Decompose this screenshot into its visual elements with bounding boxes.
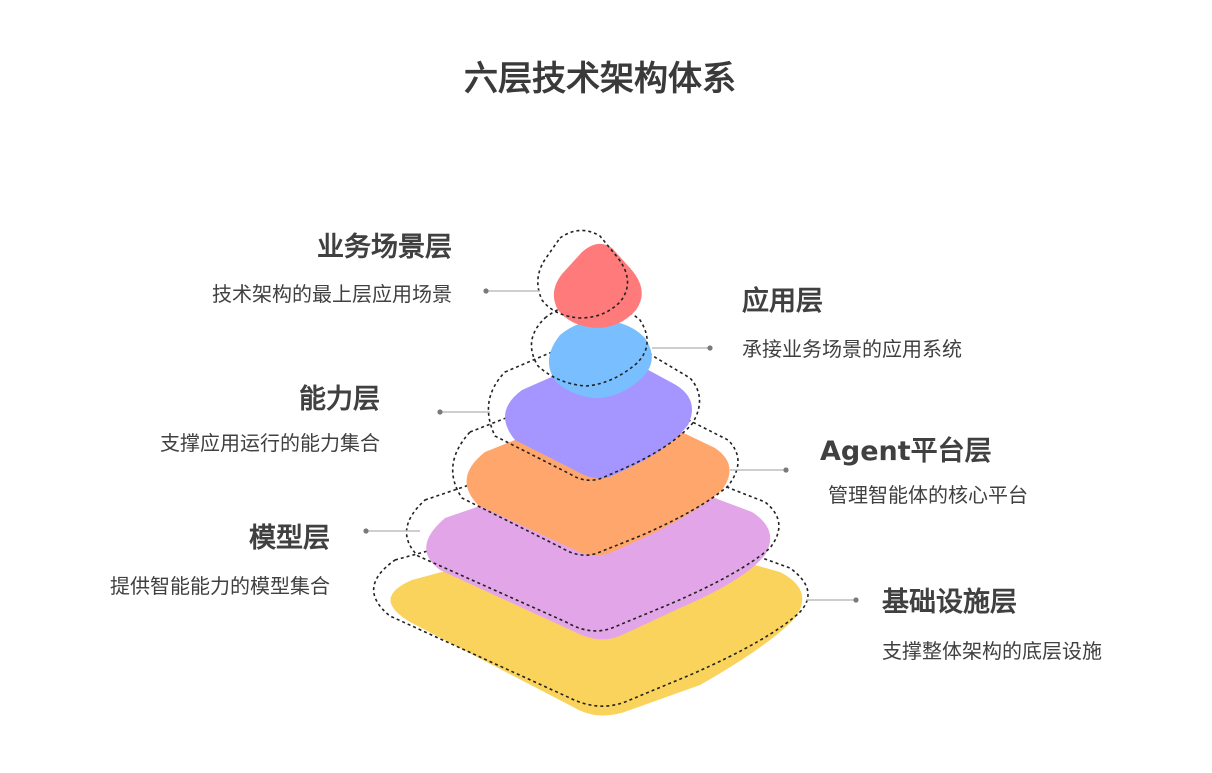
layer-business-scenario [537, 229, 642, 328]
layer-name: Agent平台层 [820, 435, 992, 467]
label-capabilities: 能力层 支撑应用运行的能力集合 [160, 383, 380, 455]
layer-name: 应用层 [742, 285, 823, 317]
layer-desc: 支撑应用运行的能力集合 [160, 431, 380, 455]
leader-dot-application [707, 345, 713, 351]
page-title: 六层技术架构体系 [464, 59, 736, 99]
label-business-scenario: 业务场景层 技术架构的最上层应用场景 [212, 232, 452, 306]
layer-outline [537, 229, 629, 319]
leader-dot-capabilities [437, 409, 443, 415]
leader-dot-business [483, 288, 489, 294]
layer-desc: 提供智能能力的模型集合 [110, 574, 330, 598]
leader-dot-infrastructure [853, 597, 859, 603]
label-infrastructure: 基础设施层 支撑整体架构的底层设施 [882, 587, 1102, 663]
layer-desc: 承接业务场景的应用系统 [742, 337, 962, 361]
layer-name: 业务场景层 [317, 232, 452, 263]
label-application: 应用层 承接业务场景的应用系统 [742, 285, 962, 361]
layer-name: 模型层 [249, 523, 330, 554]
label-agent-platform: Agent平台层 管理智能体的核心平台 [820, 435, 1028, 507]
layer-desc: 支撑整体架构的底层设施 [882, 639, 1102, 663]
layer-shape [548, 320, 652, 398]
layer-desc: 技术架构的最上层应用场景 [212, 282, 452, 306]
leader-dot-agent [783, 467, 789, 473]
connectors [363, 288, 859, 603]
layer-desc: 管理智能体的核心平台 [828, 483, 1028, 507]
layer-name: 基础设施层 [882, 587, 1017, 618]
layer-name: 能力层 [299, 383, 380, 415]
leader-dot-models [363, 528, 369, 534]
layer-shape [553, 243, 642, 328]
layer-shape [505, 356, 692, 479]
label-models: 模型层 提供智能能力的模型集合 [110, 523, 330, 598]
